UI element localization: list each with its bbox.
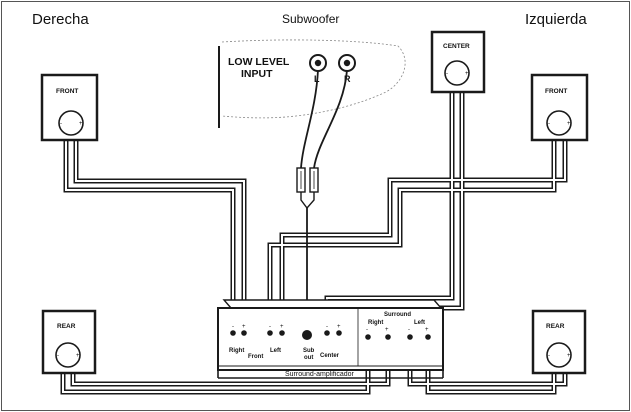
terminal-sub-out-label-2: out (304, 355, 313, 361)
svg-text:-: - (269, 324, 271, 330)
terminal-center-label: Center (320, 353, 340, 359)
low-level-input-label-1: LOW LEVEL (228, 56, 290, 68)
speaker-rear-right: REAR - + (41, 309, 97, 375)
svg-text:+: + (385, 327, 389, 333)
label-subwoofer: Subwoofer (282, 12, 339, 26)
speaker-rear-left: REAR - + (531, 309, 587, 375)
svg-text:+: + (465, 71, 469, 77)
surround-label: Surround (384, 312, 411, 318)
speaker-center: CENTER - + (430, 30, 486, 94)
rca-jack-right (338, 54, 356, 72)
speaker-rear-right-label: REAR (57, 323, 76, 330)
surround-left-label: Left (414, 320, 425, 326)
surround-amplifier: Surround-amplificador - + - + - + Right … (217, 299, 444, 379)
speaker-center-label: CENTER (443, 43, 470, 50)
svg-text:-: - (446, 71, 448, 77)
label-left-side: Izquierda (525, 11, 587, 28)
svg-text:-: - (60, 121, 62, 127)
low-level-input-label-2: INPUT (241, 68, 273, 80)
speaker-front-right: FRONT - + (40, 73, 99, 142)
svg-text:+: + (425, 327, 429, 333)
subwoofer-panel: LOW LEVEL INPUT L R (218, 39, 406, 128)
svg-text:-: - (57, 353, 59, 359)
svg-text:-: - (326, 324, 328, 330)
surround-right-label: Right (368, 320, 383, 326)
rca-jack-left (309, 54, 327, 72)
subwoofer-outline (221, 39, 406, 119)
svg-text:-: - (548, 353, 550, 359)
terminal-front-label: Front (248, 354, 263, 360)
speaker-front-left: FRONT - + (530, 73, 589, 142)
svg-text:-: - (232, 324, 234, 330)
label-right-side: Derecha (32, 11, 89, 28)
amplifier-front-panel (217, 307, 444, 371)
terminal-sub-out-label-1: Sub (303, 348, 315, 354)
terminals-surround (365, 334, 431, 340)
speaker-front-right-label: FRONT (56, 88, 78, 95)
svg-text:+: + (76, 353, 80, 359)
svg-text:+: + (567, 353, 571, 359)
amplifier-top (222, 299, 443, 309)
terminal-front-right-label: Right (229, 348, 244, 354)
svg-text:+: + (79, 121, 83, 127)
terminals-front (230, 330, 342, 340)
svg-text:+: + (280, 324, 284, 330)
wire-front-right-neg (63, 134, 236, 333)
svg-text:-: - (408, 327, 410, 333)
svg-text:+: + (337, 324, 341, 330)
svg-text:-: - (366, 327, 368, 333)
wire-front-right-pos (73, 134, 247, 333)
svg-text:+: + (567, 121, 571, 127)
svg-text:-: - (548, 121, 550, 127)
speaker-front-left-label: FRONT (545, 88, 567, 95)
rca-jack-right-label: R (344, 74, 351, 84)
terminal-front-left-label: Left (270, 348, 281, 354)
amplifier-name: Surround-amplificador (285, 371, 355, 378)
speaker-rear-left-label: REAR (546, 323, 565, 330)
svg-text:+: + (242, 324, 246, 330)
